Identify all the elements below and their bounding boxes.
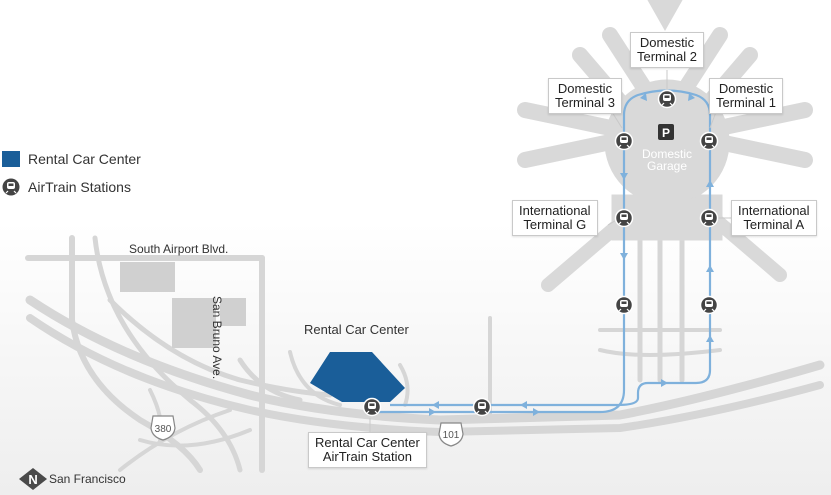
domestic-garage: P Domestic Garage	[642, 124, 692, 173]
train-station-icon-intl-g	[614, 208, 634, 228]
callout-line1: International	[519, 203, 591, 218]
highway-380-label: 380	[155, 424, 172, 435]
rental-car-swatch-icon	[2, 151, 20, 167]
buildings	[120, 262, 246, 348]
callout-line1: Domestic	[557, 81, 613, 96]
terminal-complex	[517, 0, 813, 292]
train-station-icon-rental-car	[362, 397, 382, 417]
callout-domestic-terminal-2: Domestic Terminal 2	[630, 32, 704, 68]
callout-domestic-terminal-3: Domestic Terminal 3	[548, 78, 622, 114]
callout-line2: Terminal 3	[555, 95, 615, 110]
callout-line2: Terminal A	[743, 217, 805, 232]
train-station-icon-garage-g	[614, 295, 634, 315]
highway-380-shield: 380	[150, 415, 176, 441]
train-station-icon-garage-a	[699, 295, 719, 315]
airtrain-station-legend-icon	[2, 178, 20, 196]
south-airport-blvd-label: South Airport Blvd.	[129, 242, 229, 256]
callout-rental-car-center-airtrain-station: Rental Car Center AirTrain Station	[308, 432, 427, 468]
callout-line1: International	[738, 203, 810, 218]
airtrain-direction-arrows	[429, 93, 714, 416]
north-compass-icon: N	[19, 468, 47, 490]
legend-rental-car-center: Rental Car Center	[2, 151, 141, 167]
train-station-icon-intl-a	[699, 208, 719, 228]
callout-international-terminal-g: International Terminal G	[512, 200, 598, 236]
highway-101-shield: 101	[438, 422, 464, 447]
train-station-icon-domestic-1	[699, 131, 719, 151]
train-station-icon-domestic-3	[614, 131, 634, 151]
rental-car-center-label: Rental Car Center	[304, 322, 409, 337]
callout-domestic-terminal-1: Domestic Terminal 1	[709, 78, 783, 114]
legend-rental-car-label: Rental Car Center	[28, 151, 141, 167]
callout-line2: Terminal G	[523, 217, 587, 232]
callout-line1: Rental Car Center	[315, 435, 420, 450]
san-bruno-ave-label: San Bruno Ave.	[210, 296, 224, 380]
airtrain-line	[372, 89, 712, 414]
rental-car-center-building	[310, 352, 405, 402]
legend-airtrain-label: AirTrain Stations	[28, 179, 131, 195]
train-station-icon-domestic-2	[657, 89, 677, 109]
highway-101-label: 101	[443, 430, 460, 441]
compass-letter: N	[28, 472, 37, 487]
callout-line2: AirTrain Station	[322, 449, 412, 464]
road-network	[25, 235, 825, 473]
callout-line2: Terminal 2	[637, 49, 697, 64]
callout-line2: Terminal 1	[716, 95, 776, 110]
san-francisco-label: San Francisco	[49, 472, 126, 486]
parking-letter: P	[662, 126, 670, 140]
callout-international-terminal-a: International Terminal A	[731, 200, 817, 236]
garage-label-line1: Domestic	[642, 147, 692, 161]
legend-airtrain-stations: AirTrain Stations	[2, 178, 131, 196]
parking-icon	[658, 124, 674, 140]
garage-label-line2: Garage	[647, 159, 687, 173]
callout-line1: Domestic	[718, 81, 774, 96]
train-station-icon-intermediate	[472, 397, 492, 417]
callout-line1: Domestic	[639, 35, 695, 50]
